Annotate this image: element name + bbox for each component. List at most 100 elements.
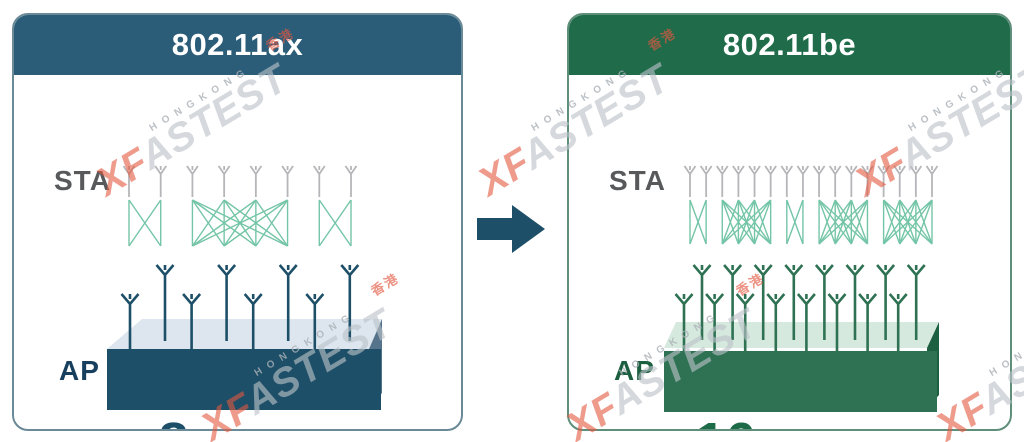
stream-line: [915, 199, 933, 245]
sta-antenna-icon: [344, 165, 358, 197]
stream-line: [255, 199, 289, 247]
stream-line: [721, 199, 772, 245]
sta-antenna-icon: [122, 165, 136, 197]
stream-line: [223, 199, 257, 247]
stream-line: [834, 199, 852, 245]
stream-line: [899, 199, 917, 245]
panel-80211be-body: STA AP 16 streams: [569, 75, 1010, 429]
stream-line: [899, 199, 933, 245]
ap-antenna-icon: [305, 293, 325, 352]
streams-caption: 8 streams: [14, 413, 461, 429]
stream-line: [883, 199, 917, 245]
stream-line: [737, 199, 756, 245]
stream-line: [899, 199, 933, 245]
stream-line: [192, 199, 257, 247]
stream-line: [753, 199, 772, 245]
stream-line: [721, 199, 740, 245]
ap-box-top-face: [664, 322, 939, 348]
stream-line: [192, 199, 257, 247]
sta-antenna-icon: [796, 165, 810, 197]
stream-line: [850, 199, 869, 245]
stream-line: [318, 199, 352, 247]
stream-line: [818, 199, 868, 245]
ap-antenna-icon: [340, 264, 360, 341]
ap-box-front-face: [107, 349, 381, 410]
ap-antenna-icon: [243, 293, 263, 352]
ap-box-top-face: [107, 319, 382, 349]
stream-line: [191, 199, 225, 247]
stream-line: [128, 199, 162, 247]
stream-line: [737, 199, 756, 245]
stream-line: [818, 199, 868, 245]
ap-antenna-icon: [120, 293, 140, 352]
ap-antenna-icon: [827, 293, 847, 351]
stream-line: [834, 199, 869, 245]
ap-antenna-icon: [705, 293, 725, 351]
stream-line: [192, 199, 288, 247]
stream-line: [689, 199, 707, 245]
sta-antenna-icon: [780, 165, 794, 197]
sta-antenna-icon: [893, 165, 906, 197]
stream-line: [721, 199, 740, 245]
ap-antenna-icon: [814, 264, 834, 340]
stream-line: [255, 199, 289, 247]
panel-80211ax-title: 802.11ax: [171, 27, 304, 62]
sta-antenna-icon: [154, 165, 167, 197]
sta-antenna-icon: [699, 165, 713, 197]
ap-antenna-icon: [796, 293, 816, 351]
stream-line: [737, 199, 772, 245]
sta-antenna-icon: [313, 165, 326, 197]
sta-antenna-icon: [732, 165, 745, 197]
ap-antenna-icon: [888, 293, 908, 351]
stream-line: [689, 199, 707, 245]
stream-line: [192, 199, 288, 247]
sta-antenna-icon: [186, 165, 199, 197]
stream-line: [899, 199, 917, 245]
stream-line: [223, 199, 288, 247]
sta-label: STA: [54, 165, 111, 196]
stream-line: [850, 199, 869, 245]
ap-antenna-icon: [858, 293, 878, 351]
sta-antenna-icon: [909, 165, 923, 197]
panel-80211be-header: 802.11be: [569, 15, 1010, 75]
stream-line: [786, 199, 804, 245]
stream-line: [721, 199, 756, 245]
ap-antenna-icon: [155, 264, 175, 341]
ap-antenna-icon: [674, 293, 694, 351]
panel-80211ax-header: 802.11ax: [14, 15, 461, 75]
sta-antenna-icon: [683, 165, 697, 197]
ap-antenna-icon: [766, 293, 786, 351]
stream-line: [753, 199, 772, 245]
stream-line: [883, 199, 917, 245]
stream-line: [721, 199, 756, 245]
streams-count: 16: [695, 413, 755, 429]
ap-box-side-face: [369, 319, 382, 410]
panel-80211be-title: 802.11be: [722, 27, 857, 62]
stream-line: [737, 199, 772, 245]
stream-line: [318, 199, 352, 247]
sta-antenna-icon: [716, 165, 729, 197]
ap-antenna-icon: [278, 264, 298, 341]
panel-80211be: 802.11be STA AP 16 streams: [567, 13, 1012, 431]
ap-label: AP: [59, 355, 100, 386]
sta-label: STA: [609, 165, 666, 196]
sta-antenna-icon: [828, 165, 842, 197]
sta-antenna-icon: [764, 165, 777, 197]
stream-line: [128, 199, 162, 247]
sta-antenna-icon: [861, 165, 874, 197]
stream-line: [882, 199, 901, 245]
stream-line: [786, 199, 804, 245]
streams-count: 8: [158, 413, 188, 429]
ap-box-front-face: [664, 351, 937, 412]
ap-label: AP: [614, 355, 655, 386]
sta-antenna-icon: [748, 165, 761, 197]
ap-antenna-icon: [723, 264, 743, 340]
sta-antenna-icon: [249, 165, 263, 197]
sta-antenna-icon: [217, 165, 231, 197]
ap-antenna-icon: [753, 264, 773, 340]
stream-line: [883, 199, 933, 245]
stream-line: [223, 199, 288, 247]
stream-line: [834, 199, 852, 245]
stream-line: [882, 199, 901, 245]
